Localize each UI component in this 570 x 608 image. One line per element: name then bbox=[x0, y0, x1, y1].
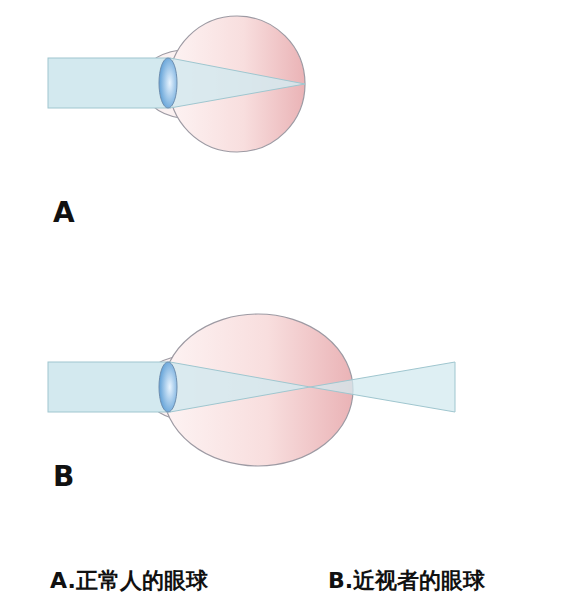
figure-letter: B bbox=[53, 460, 74, 493]
figure-caption: A.正常人的眼球 bbox=[50, 566, 208, 596]
myopic-eye bbox=[48, 314, 455, 466]
figure-letter: A bbox=[53, 196, 75, 229]
normal-eye bbox=[48, 16, 305, 152]
figure-caption: B.近视者的眼球 bbox=[328, 566, 485, 596]
